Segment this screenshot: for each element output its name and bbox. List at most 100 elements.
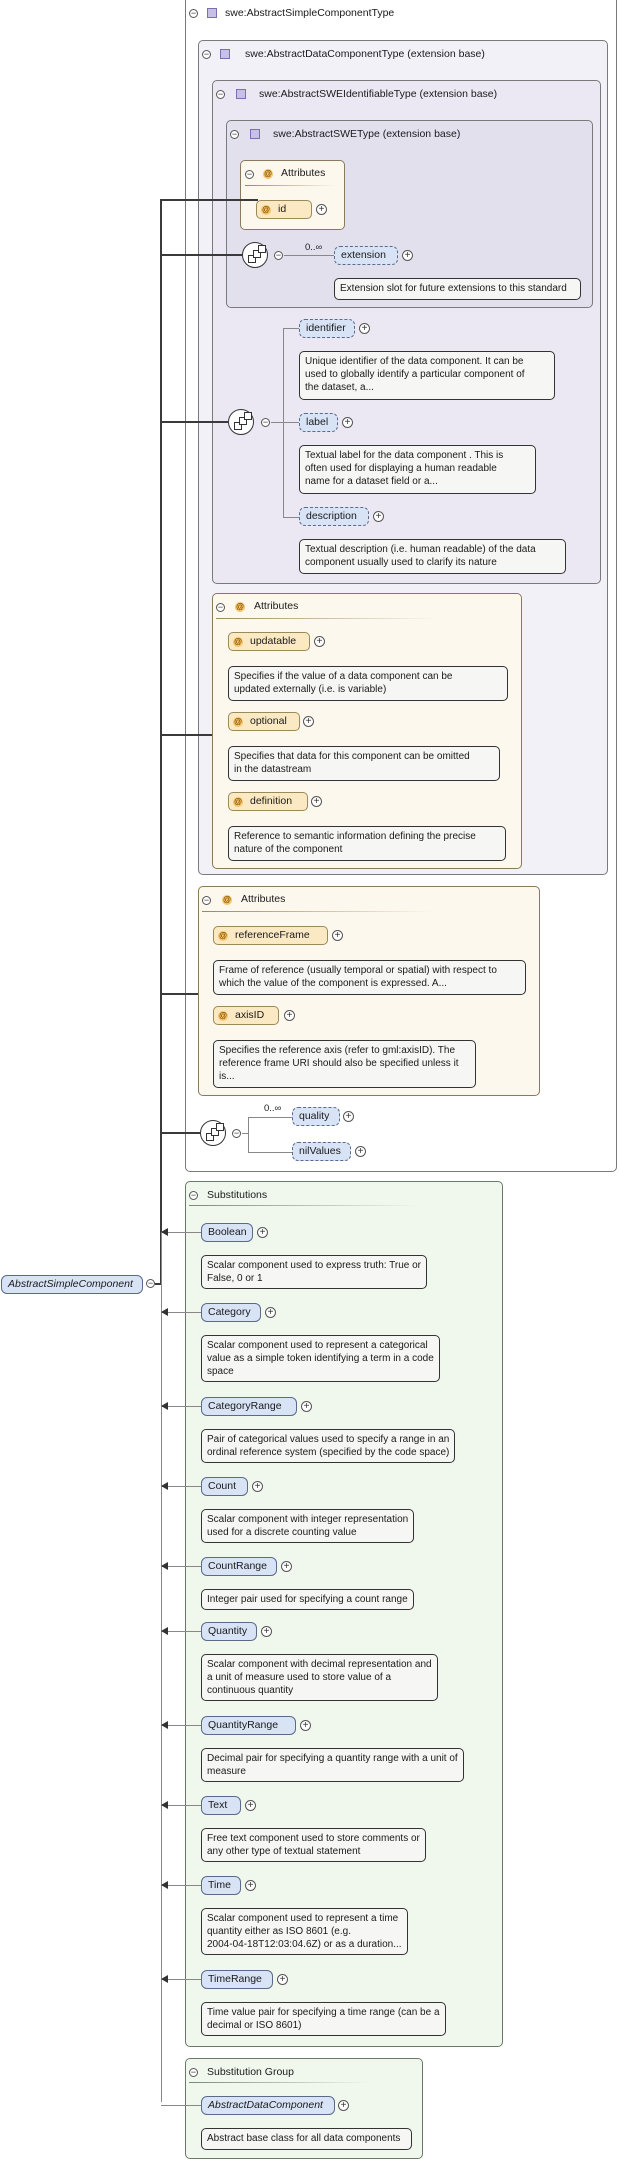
connector-line [162,1631,201,1632]
expand-icon[interactable]: + [277,1974,288,1985]
connector-line [162,1885,201,1886]
expand-icon[interactable]: + [301,1401,312,1412]
expand-icon[interactable]: + [316,204,327,215]
substitutions-title: Substitutions [207,1189,268,1201]
substitution-element[interactable]: QuantityRange [201,1716,296,1735]
collapse-toggle[interactable]: − [146,1278,155,1288]
doc-line: Scalar component with decimal representa… [207,1659,432,1670]
doc-line: updated externally (i.e. is variable) [234,684,387,695]
arrow-left-icon [161,1562,168,1570]
collapse-toggle[interactable]: − [230,129,239,139]
element-label: Category [208,1306,251,1318]
element-description[interactable]: description [299,507,369,526]
expand-icon[interactable]: + [314,636,325,647]
expand-icon[interactable]: + [332,930,343,941]
substitution-element[interactable]: Time [201,1876,241,1895]
expand-icon[interactable]: + [343,1111,354,1122]
arrow-left-icon [161,1881,168,1889]
attribute-updatable[interactable]: @updatable [228,632,310,651]
connector-line [162,1566,201,1567]
element-quality[interactable]: quality [292,1107,340,1126]
expand-icon[interactable]: + [265,1307,276,1318]
arrow-left-icon [161,1482,168,1490]
expand-icon[interactable]: + [261,1626,272,1637]
collapse-toggle[interactable]: − [202,49,211,59]
element-doc: Free text component used to store commen… [201,1828,426,1862]
element-label: Count [208,1480,237,1492]
element-extension[interactable]: extension [334,246,398,265]
expand-icon[interactable]: + [311,796,322,807]
element-abstractdatacomponent[interactable]: AbstractDataComponent [201,2096,335,2115]
attribute-doc: Frame of reference (usually temporal or … [213,960,526,995]
expand-icon[interactable]: + [359,323,370,334]
attribute-icon: @ [218,931,228,941]
collapse-toggle[interactable]: − [189,1190,198,1200]
collapse-toggle[interactable]: − [189,2067,198,2077]
complex-type-icon [250,129,260,139]
attribute-label: definition [250,795,293,807]
collapse-toggle[interactable]: − [202,895,211,905]
connector-line [162,1805,201,1806]
doc-line: in the datastream [234,764,312,775]
doc-line: name for a dataset field or a... [305,476,438,487]
substitution-element[interactable]: CountRange [201,1557,277,1576]
identifiable-type-title: swe:AbstractSWEIdentifiableType (extensi… [259,88,498,100]
collapse-toggle[interactable]: − [245,169,254,179]
substitution-element[interactable]: TimeRange [201,1970,273,1989]
element-nilvalues[interactable]: nilValues [292,1142,351,1161]
arrow-left-icon [161,1627,168,1635]
attribute-optional[interactable]: @optional [228,712,300,731]
expand-icon[interactable]: + [257,1227,268,1238]
element-label: Time [208,1879,231,1891]
attribute-icon: @ [263,169,273,179]
attribute-referenceframe[interactable]: @referenceFrame [213,926,328,945]
substitution-element[interactable]: Quantity [201,1622,257,1641]
element-doc: Textual description (i.e. human readable… [299,539,566,574]
connector-line [271,422,283,423]
expand-icon[interactable]: + [402,250,413,261]
expand-icon[interactable]: + [245,1800,256,1811]
expand-icon[interactable]: + [355,1146,366,1157]
collapse-toggle[interactable]: − [216,602,225,612]
element-doc: Pair of categorical values used to speci… [201,1429,456,1463]
connector-line [160,421,228,423]
element-identifier[interactable]: identifier [299,319,355,338]
collapse-toggle[interactable]: − [232,1128,241,1138]
expand-icon[interactable]: + [281,1561,292,1572]
doc-line: component usually used to clarify its na… [305,557,497,568]
expand-icon[interactable]: + [303,716,314,727]
root-element-abstractsimplecomponent[interactable]: AbstractSimpleComponent [1,1275,143,1294]
attribute-id[interactable]: @id [256,200,312,219]
expand-icon[interactable]: + [252,1481,263,1492]
arrow-left-icon [161,1721,168,1729]
doc-line: Scalar component used to represent a cat… [207,1340,428,1351]
doc-text: Extension slot for future extensions to … [340,283,567,294]
element-label[interactable]: label [299,413,338,432]
collapse-toggle[interactable]: − [189,8,198,18]
substitution-element[interactable]: Category [201,1303,261,1322]
collapse-toggle[interactable]: − [261,417,270,427]
attribute-axisid[interactable]: @axisID [213,1006,279,1025]
element-label: identifier [306,322,346,334]
expand-icon[interactable]: + [373,511,384,522]
divider [245,185,335,186]
collapse-toggle[interactable]: − [274,250,283,260]
attribute-doc: Specifies if the value of a data compone… [228,666,508,701]
expand-icon[interactable]: + [284,1010,295,1021]
expand-icon[interactable]: + [338,2100,349,2111]
element-label: Boolean [208,1226,247,1238]
attribute-definition[interactable]: @definition [228,792,308,811]
substitution-element[interactable]: Count [201,1477,248,1496]
expand-icon[interactable]: + [245,1880,256,1891]
doc-line: Textual label for the data component . T… [305,450,504,461]
substitution-element[interactable]: CategoryRange [201,1397,297,1416]
collapse-toggle[interactable]: − [216,89,225,99]
connector-line [284,255,334,256]
expand-icon[interactable]: + [300,1720,311,1731]
doc-line: measure [207,1766,246,1777]
substitution-element[interactable]: Boolean [201,1223,253,1242]
occurrence-label: 0..∞ [264,1103,282,1114]
expand-icon[interactable]: + [342,417,353,428]
substitution-element[interactable]: Text [201,1796,241,1815]
connector-line [161,2105,201,2106]
